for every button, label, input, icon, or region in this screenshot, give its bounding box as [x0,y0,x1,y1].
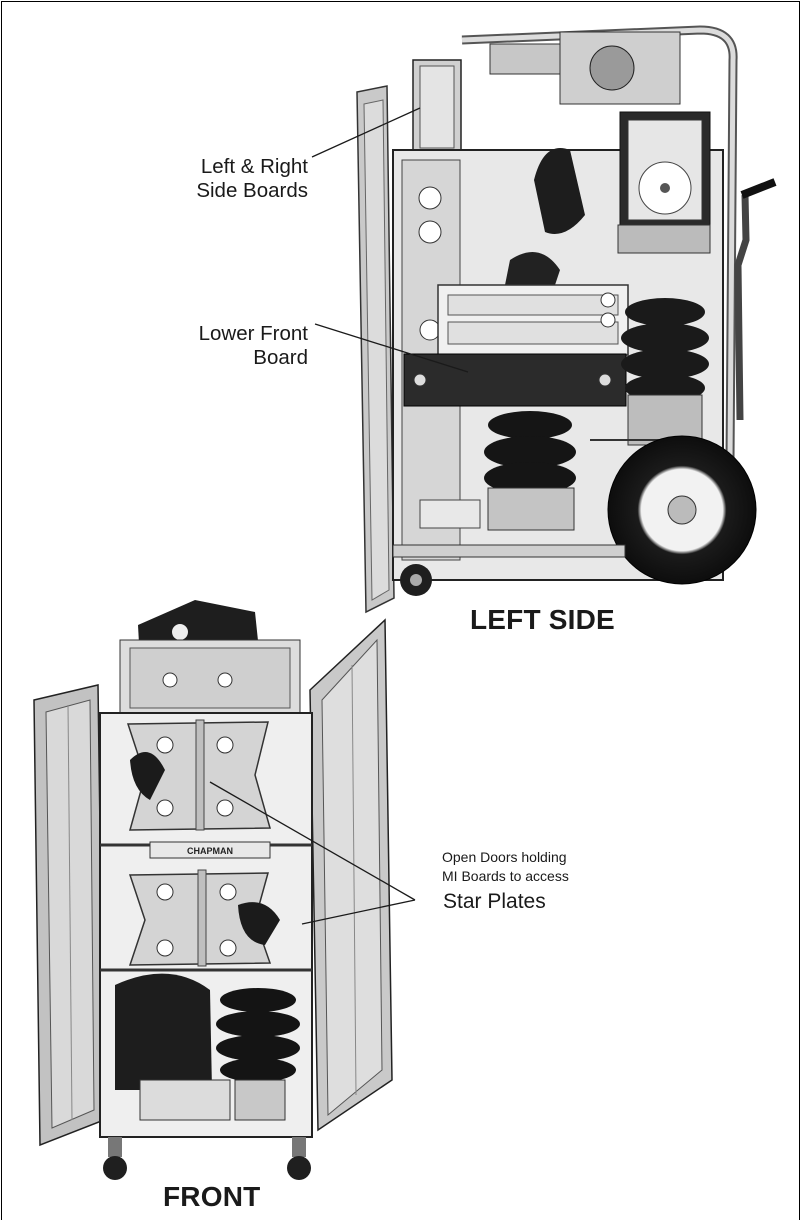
side-boards-label: Left & Right Side Boards [140,155,308,203]
leader-lines [209,107,469,925]
side-boards-label-line2: Side Boards [196,179,308,203]
open-doors-label-line2: MI Boards to access [442,867,569,884]
side-boards-label-line1: Left & Right [200,155,308,178]
front-photo: CHAPMAN [33,600,393,1180]
lower-front-board-label-line2: Board [253,346,308,370]
open-doors-label: Open Doors holding MI Boards to access [442,848,569,886]
left-side-photo [356,25,777,614]
lower-front-board-label: Lower Front Board [140,322,308,370]
leader-side-boards [311,107,421,158]
leader-star-plate-lower [301,899,416,925]
star-plates-label: Star Plates [443,890,546,913]
leader-star-plate-upper [209,781,416,901]
lower-front-board-label-line1: Lower Front [198,322,308,345]
chapman-brand-text: CHAPMAN [187,846,233,856]
leader-lower-front [314,323,469,373]
open-doors-label-line1: Open Doors holding [442,849,567,865]
front-title: FRONT [163,1181,261,1212]
left-side-title: LEFT SIDE [470,604,615,635]
